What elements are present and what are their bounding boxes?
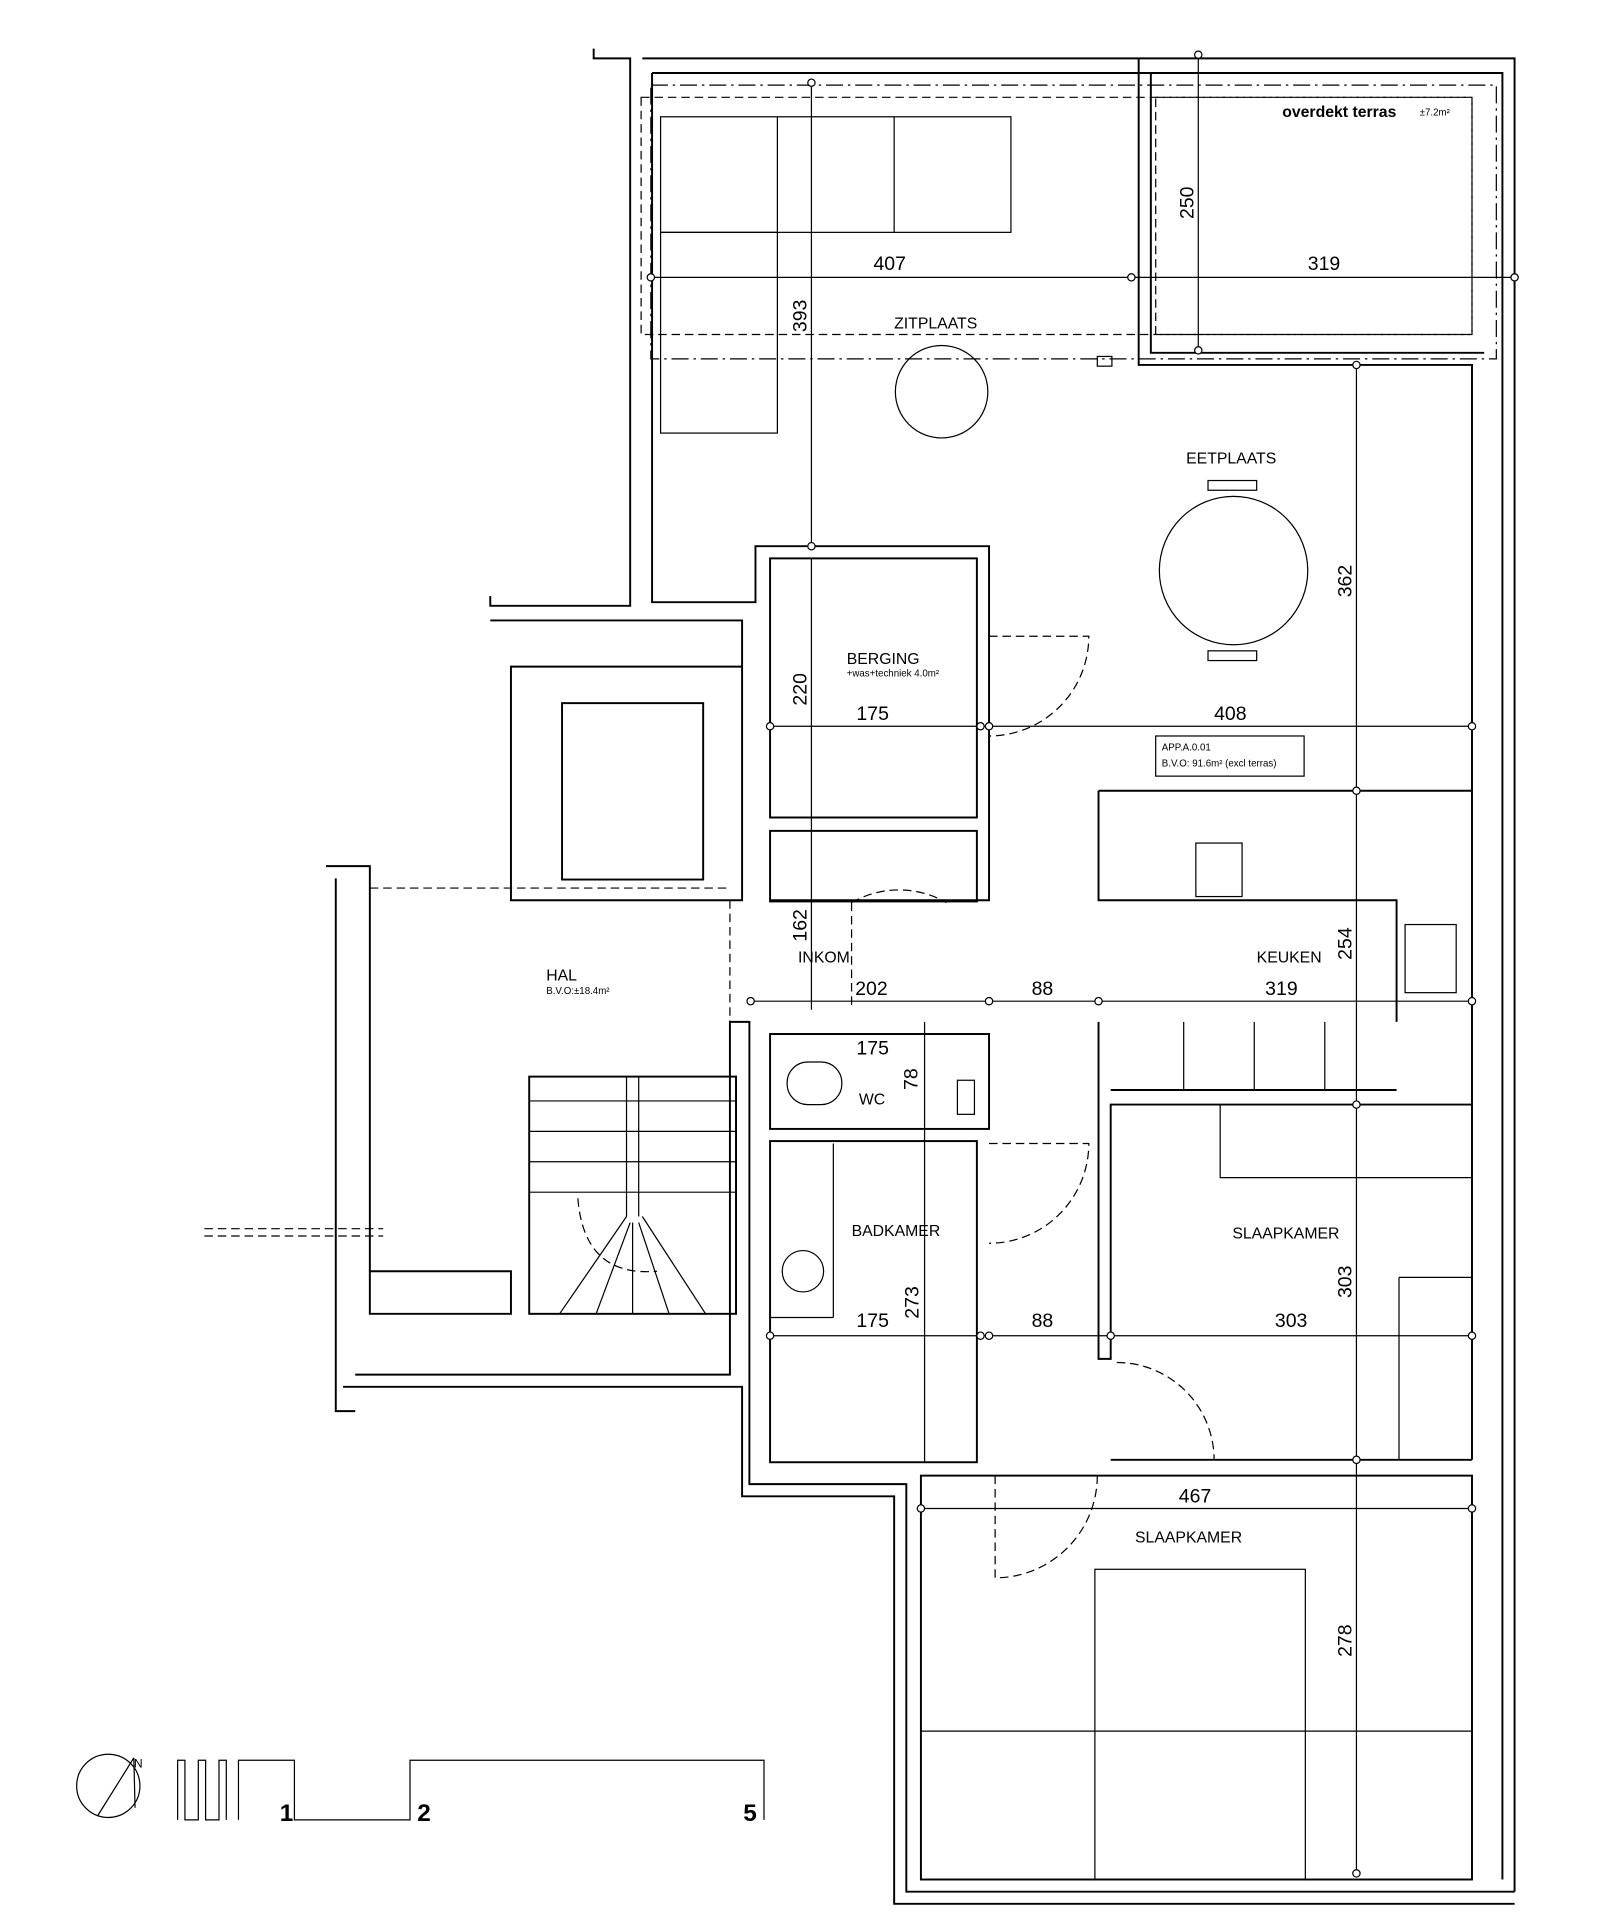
berging-label: BERGING — [847, 651, 920, 668]
room-labels: overdekt terras ±7.2m² ZITPLAATS EETPLAA… — [546, 104, 1450, 1547]
slaapkamer-2-label: SLAAPKAMER — [1135, 1530, 1242, 1547]
dim-kitchen-row-width: 408 — [1214, 703, 1246, 725]
dim-bedroom1-depth: 303 — [1335, 1266, 1357, 1298]
staircase — [529, 1076, 737, 1315]
doors[interactable] — [850, 635, 1215, 1579]
dim-dining-depth: 362 — [1335, 565, 1357, 597]
dim-bedroom1-width: 303 — [1275, 1310, 1307, 1332]
dim-living-depth: 393 — [790, 300, 812, 332]
dim-terrace-depth: 250 — [1176, 186, 1198, 219]
north-arrow-icon: N — [76, 1753, 143, 1819]
hal-area: B.V.O:±18.4m² — [546, 986, 610, 997]
badkamer-label: BADKAMER — [852, 1223, 941, 1240]
dim-bath-depth: 273 — [901, 1286, 923, 1318]
scale-label-1: 1 — [280, 1800, 294, 1827]
berging-sub: +was+techniek 4.0m² — [847, 668, 940, 679]
dim-kitchen-width: 319 — [1265, 978, 1297, 1000]
apartment-info-box: APP.A.0.01 B.V.O: 91.6m² (excl terras) — [1155, 735, 1305, 777]
scale-label-2: 2 — [417, 1800, 431, 1827]
keuken-label: KEUKEN — [1257, 949, 1322, 966]
dim-berging-depth: 220 — [790, 673, 812, 706]
dim-wc-depth: 78 — [900, 1068, 922, 1090]
dim-inkom-width: 202 — [855, 978, 887, 1000]
wc-label: WC — [859, 1092, 885, 1109]
inkom-label: INKOM — [798, 949, 850, 966]
dashed-lines — [204, 84, 1497, 1272]
zitplaats-label: ZITPLAATS — [894, 315, 977, 332]
dim-berging-width: 175 — [856, 703, 888, 725]
dim-inkom-depth: 162 — [790, 909, 812, 941]
dim-living-width: 407 — [873, 253, 905, 275]
dimension-lines — [646, 50, 1519, 1878]
dim-wc-width: 175 — [856, 1038, 888, 1060]
dim-corridor-width: 88 — [1032, 978, 1054, 1000]
hal-label: HAL — [546, 968, 577, 985]
furniture — [529, 116, 1472, 1881]
scale-label-5: 5 — [743, 1800, 757, 1827]
dim-corridor-width-2: 88 — [1032, 1310, 1054, 1332]
dim-bedroom2-width: 467 — [1179, 1485, 1211, 1507]
terrace-label: overdekt terras — [1282, 104, 1396, 121]
dimension-labels: 407 319 250 393 362 175 220 408 162 254 … — [790, 186, 1357, 1657]
slaapkamer-1-label: SLAAPKAMER — [1232, 1225, 1339, 1242]
dim-bath-width: 175 — [856, 1310, 888, 1332]
dim-terrace-width: 319 — [1308, 253, 1340, 275]
dim-kitchen-depth: 254 — [1335, 927, 1357, 960]
scale-bar: 1 2 5 — [177, 1759, 765, 1827]
dim-bedroom2-depth: 278 — [1335, 1624, 1357, 1656]
terrace-area: ±7.2m² — [1420, 108, 1451, 119]
eetplaats-label: EETPLAATS — [1186, 450, 1276, 467]
apartment-area: B.V.O: 91.6m² (excl terras) — [1162, 758, 1277, 769]
north-label: N — [134, 1757, 143, 1771]
apartment-id: APP.A.0.01 — [1162, 743, 1211, 754]
